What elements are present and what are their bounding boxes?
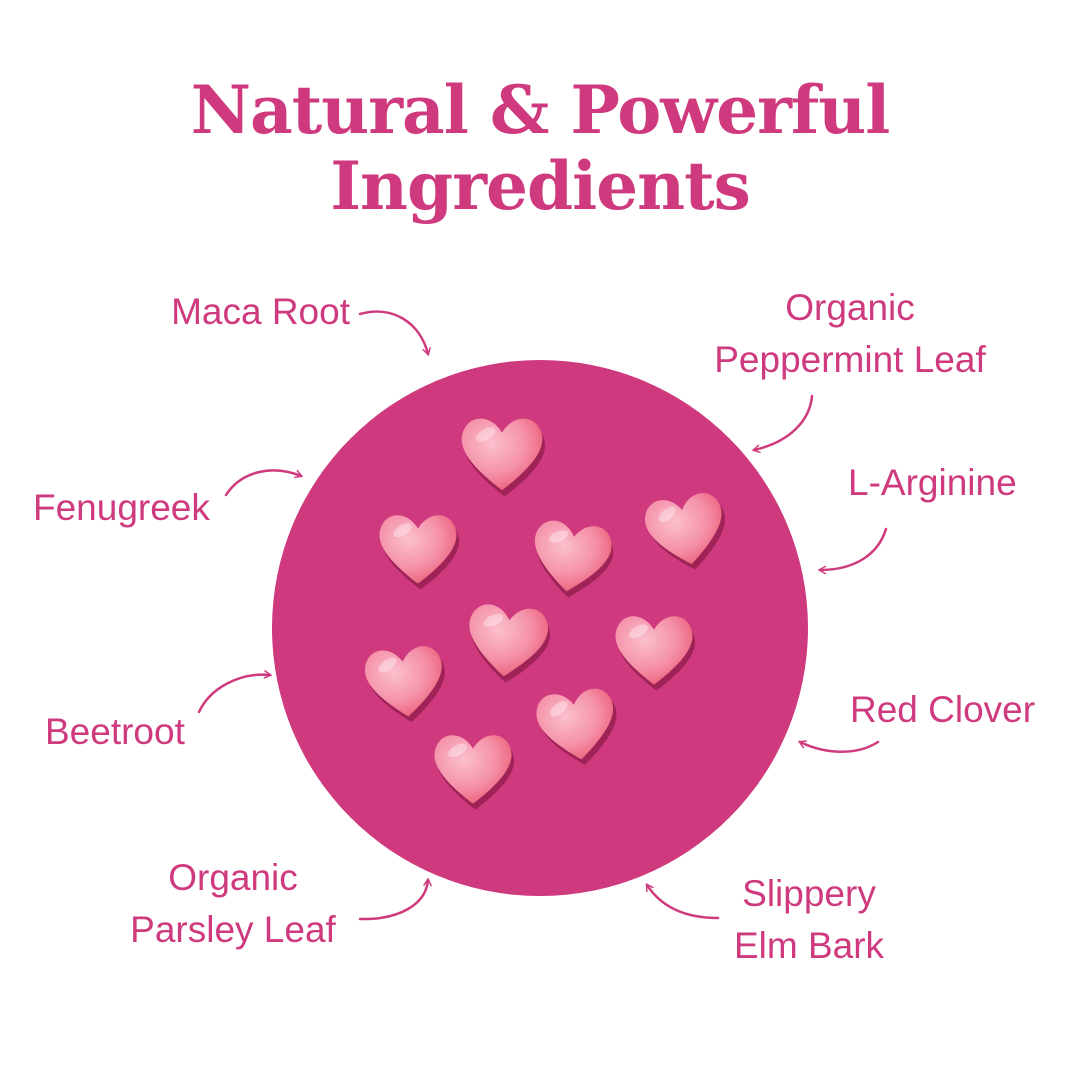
ingredient-maca-root: Maca Root [171, 286, 350, 338]
ingredient-red-clover: Red Clover [850, 684, 1035, 736]
title-line-1: Natural & Powerful [190, 71, 891, 149]
ingredient-label: Organic [785, 287, 915, 328]
ingredient-peppermint-leaf: Organic Peppermint Leaf [700, 282, 1000, 386]
pointer-arrows [197, 310, 888, 921]
arrow-maca-root [358, 310, 431, 357]
arrow-slippery-elm [645, 883, 720, 920]
arrow-l-arginine [817, 527, 888, 575]
ingredient-label: Parsley Leaf [130, 909, 336, 950]
ingredient-parsley-leaf: Organic Parsley Leaf [120, 852, 346, 956]
ingredient-label: L-Arginine [848, 462, 1017, 503]
ingredient-label: Beetroot [45, 711, 185, 752]
ingredient-beetroot: Beetroot [45, 706, 185, 758]
ingredient-label: Red Clover [850, 689, 1036, 730]
title-line-2: Ingredients [330, 147, 751, 225]
ingredient-l-arginine: L-Arginine [848, 457, 1017, 509]
arrow-peppermint-leaf [751, 394, 814, 454]
ingredient-label: Elm Bark [733, 925, 885, 966]
ingredient-slippery-elm-bark: Slippery Elm Bark [724, 868, 894, 972]
ingredient-label: Fenugreek [33, 487, 210, 528]
page-title: Natural & Powerful Ingredients [0, 72, 1080, 224]
ingredient-fenugreek: Fenugreek [33, 482, 210, 534]
arrow-beetroot [197, 670, 273, 714]
ingredient-label: Peppermint Leaf [714, 339, 986, 380]
ingredient-label: Slippery [742, 873, 876, 914]
arrow-parsley-leaf [358, 877, 432, 921]
ingredient-label: Organic [168, 857, 298, 898]
arrow-red-clover [797, 740, 880, 753]
ingredient-label: Maca Root [171, 291, 350, 332]
arrow-fenugreek [224, 469, 304, 497]
